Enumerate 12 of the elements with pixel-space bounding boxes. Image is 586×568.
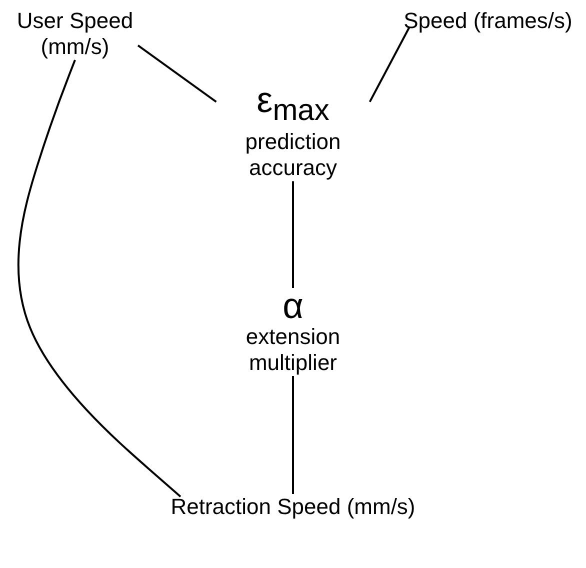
quantity-label: Speed (frames/s): [390, 8, 586, 34]
connector-line: [292, 376, 294, 494]
variable-description: extension multiplier: [244, 324, 342, 376]
quantity-label: Retraction Speed (mm/s): [168, 494, 418, 520]
connector-line: [292, 181, 294, 288]
variable-description: prediction accuracy: [244, 129, 342, 182]
symbol-label: ε$_{max}$: [256, 82, 330, 130]
symbol-label: α: [282, 288, 304, 324]
connector-line: [17, 59, 182, 498]
quantity-label: User Speed (mm/s): [0, 8, 150, 60]
connector-line: [368, 26, 410, 102]
connector-line: [137, 44, 217, 103]
